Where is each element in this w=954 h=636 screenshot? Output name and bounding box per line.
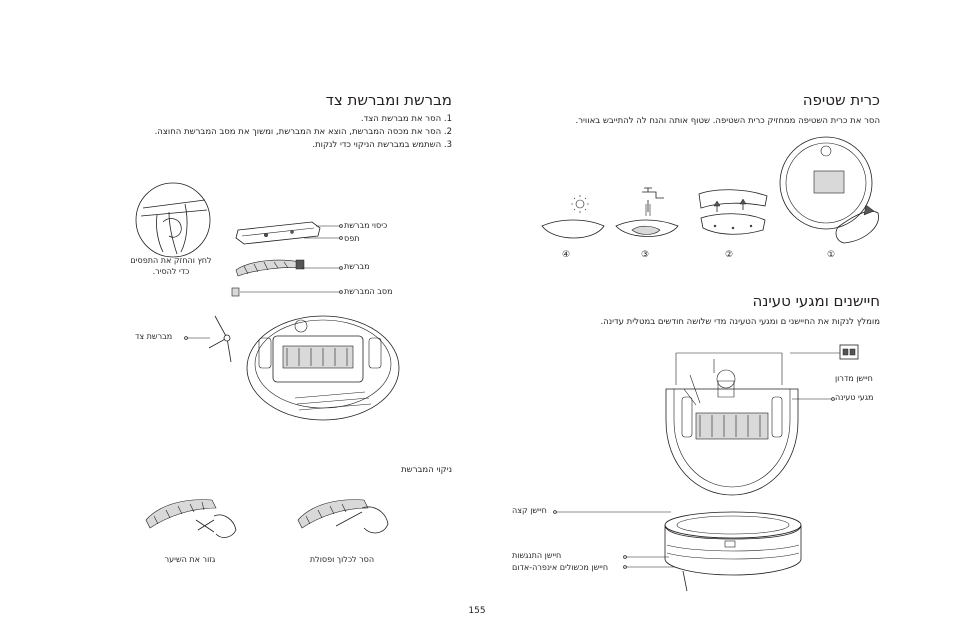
label-edge-sensor: חיישן קצה [512, 506, 547, 515]
brush-step-2: 2. הסר את מכסה המברשת, הוצא את המברשת, ו… [154, 127, 452, 137]
leader-lines-cover [304, 224, 343, 240]
brush-section-title: מברשת ומברשת צד [325, 91, 452, 109]
remove-debris-caption: הסר לכלוך ופסולת [309, 555, 375, 564]
label-side-brush: מברשת צד [135, 332, 173, 341]
cut-hair-illustration [145, 499, 237, 538]
leader-line-brush [302, 266, 343, 270]
step-number-4: ④ [561, 250, 571, 260]
cleaning-title: ניקוי המברשת [401, 465, 452, 475]
step-number-3: ③ [640, 250, 650, 260]
remove-debris-illustration [297, 499, 389, 534]
robot-side-view-illustration [553, 510, 802, 592]
brush-step-3: 3. השתמש במברשת הניקוי כדי לנקות. [312, 140, 452, 150]
mop-wash-illustration [615, 187, 679, 237]
mop-dry-illustration [541, 195, 605, 239]
label-ir-sensor: חיישן מכשולים אינפרה-אדום [512, 563, 609, 572]
brush-step-1: 1. הסר את מברשת הצד. [360, 114, 452, 124]
leader-line-contacts [792, 397, 835, 401]
sensors-instructions: מומלץ לנקות את החיישני ם ומגעי הטעינה מד… [600, 317, 880, 327]
mop-instructions: הסר את כרית השטיפה ממחזיק כרית השטיפה. ש… [575, 116, 880, 126]
mop-section-title: כרית שטיפה [802, 91, 880, 109]
label-brush: מברשת [344, 262, 370, 271]
robot-underside-illustration [208, 315, 400, 421]
cut-hair-caption: גזור את השיער [164, 555, 216, 564]
press-label-line2: כדי להסיר. [152, 267, 190, 276]
main-brush-illustration [235, 259, 305, 277]
brush-cover-illustration [235, 221, 321, 245]
label-collision-sensor: חיישן התנגשות [512, 551, 562, 560]
bearing-illustration [231, 287, 343, 297]
mop-pad-detach-illustration [698, 189, 768, 235]
cliff-sensor-callout [790, 344, 859, 360]
label-charging-contacts: מגעי טעינה [835, 393, 874, 402]
leader-line-side-brush [184, 336, 210, 340]
press-label-line1: לחץ והחזק את התפסים [130, 256, 212, 265]
mop-removal-illustration [779, 136, 879, 244]
sensors-section-title: חיישנים ומגעי טעינה [752, 292, 880, 310]
label-bumper-sensor: חיישן מדרון [835, 374, 873, 383]
step-number-1: ① [826, 250, 836, 260]
label-bearing: מסב המברשת [344, 287, 393, 296]
label-brush-cover: כיסוי מברשת [344, 221, 388, 230]
page-number: 155 [468, 606, 486, 616]
label-clip: תפס [344, 234, 360, 243]
clip-magnifier-illustration [135, 182, 211, 258]
robot-bottom-view-illustration [665, 352, 799, 496]
step-number-2: ② [724, 250, 734, 260]
